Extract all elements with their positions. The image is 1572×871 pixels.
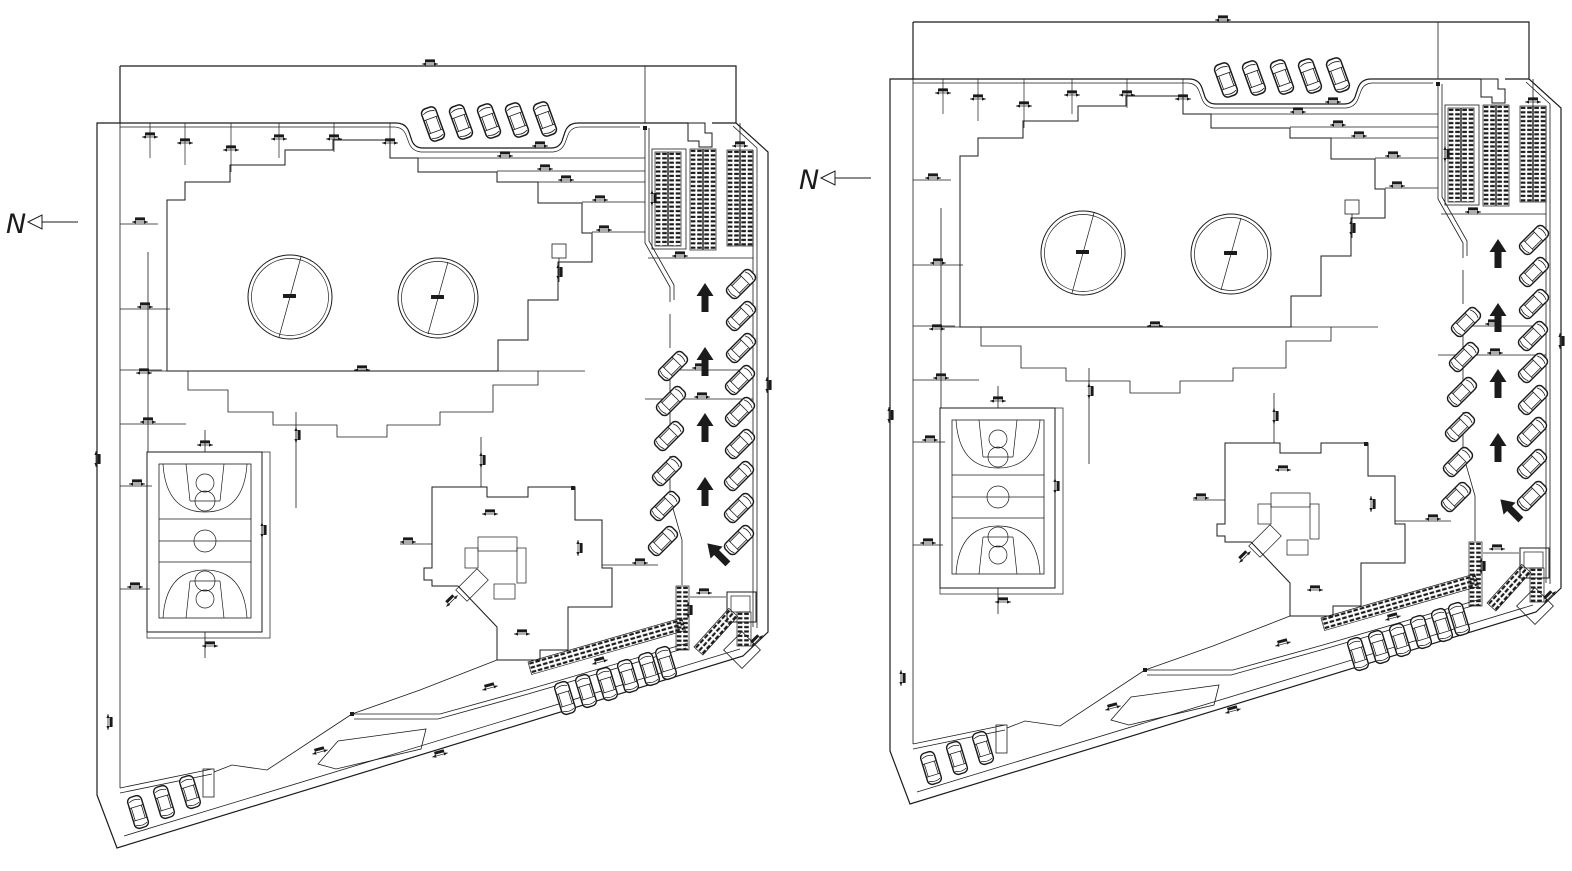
site-plan-right <box>799 15 1565 804</box>
site-plan-left <box>6 59 772 848</box>
